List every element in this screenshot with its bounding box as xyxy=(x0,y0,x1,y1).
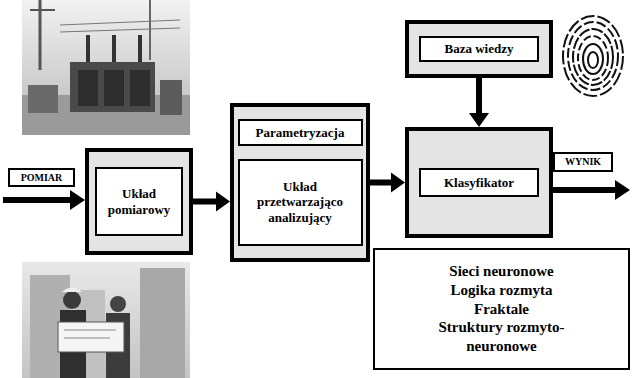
inner-label-box: Klasyfikator xyxy=(419,168,539,197)
fingerprint-picture xyxy=(557,10,629,100)
flow-arrow xyxy=(370,173,405,193)
tag-text: WYNIK xyxy=(565,156,601,168)
engineers-photo xyxy=(22,262,190,378)
inner-label-box: Baza wiedzy xyxy=(419,36,539,62)
method-item: Fraktale xyxy=(474,300,529,319)
methods-box: Sieci neuronoweLogika rozmytaFraktaleStr… xyxy=(373,248,630,370)
inner-label-box: Układ przetwarzająco analizujący xyxy=(238,159,363,246)
flow-arrow xyxy=(193,192,230,212)
method-item: Sieci neuronowe xyxy=(449,262,553,281)
processing-box: ParametryzacjaUkład przetwarzająco anali… xyxy=(230,103,370,262)
inner-label-box: Parametryzacja xyxy=(238,119,363,146)
inner-label-box: Układ pomiarowy xyxy=(95,167,183,236)
measurement-box: Układ pomiarowy xyxy=(85,148,193,255)
substation-photo xyxy=(22,0,190,135)
output-arrow xyxy=(553,180,630,200)
flow-arrow xyxy=(469,78,489,127)
input-arrow xyxy=(3,190,85,210)
method-item: Struktury rozmyto-neuronowe xyxy=(419,318,584,356)
input-tag: POMIAR xyxy=(8,168,75,187)
tag-text: POMIAR xyxy=(21,172,63,184)
method-item: Logika rozmyta xyxy=(451,281,553,300)
classifier-box: Klasyfikator xyxy=(405,127,553,238)
knowledge-base-box: Baza wiedzy xyxy=(405,20,553,78)
output-tag: WYNIK xyxy=(553,152,613,172)
